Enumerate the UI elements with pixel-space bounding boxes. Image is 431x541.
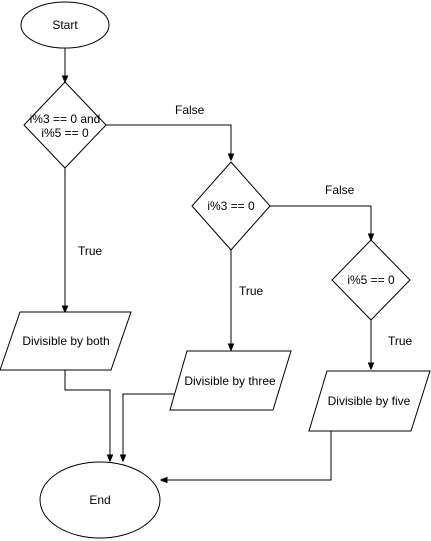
edge-five-to-end — [161, 431, 332, 480]
edge-label-three-true: True — [239, 284, 264, 298]
output-divisible-by-both: Divisible by both — [0, 311, 132, 371]
edge-three-to-end — [123, 393, 175, 461]
end-label: End — [89, 493, 110, 507]
start-label: Start — [52, 18, 78, 32]
edge-label-three-false: False — [325, 183, 355, 197]
decision-both-label-line2: i%5 == 0 — [41, 126, 89, 140]
output-both-label: Divisible by both — [22, 334, 109, 348]
decision-five-label: i%5 == 0 — [347, 273, 395, 287]
decision-three-label: i%3 == 0 — [207, 199, 255, 213]
output-divisible-by-three: Divisible by three — [169, 350, 292, 411]
edge-label-five-true: True — [388, 334, 413, 348]
output-three-label: Divisible by three — [184, 374, 276, 388]
output-five-label: Divisible by five — [328, 394, 411, 408]
edges — [65, 48, 371, 480]
end-node: End — [39, 461, 161, 539]
edge-decision-both-false — [106, 124, 231, 160]
decision-divisible-by-three: i%3 == 0 — [191, 161, 271, 251]
start-node: Start — [20, 1, 110, 49]
edge-label-both-false: False — [175, 103, 205, 117]
output-divisible-by-five: Divisible by five — [308, 370, 431, 432]
decision-divisible-by-both: i%3 == 0 and i%5 == 0 — [23, 81, 107, 169]
decision-both-label-line1: i%3 == 0 and — [30, 112, 101, 126]
decision-divisible-by-five: i%5 == 0 — [331, 239, 411, 321]
edge-label-both-true: True — [78, 244, 103, 258]
edge-decision-three-false — [270, 205, 371, 240]
edge-both-to-end — [64, 370, 110, 461]
